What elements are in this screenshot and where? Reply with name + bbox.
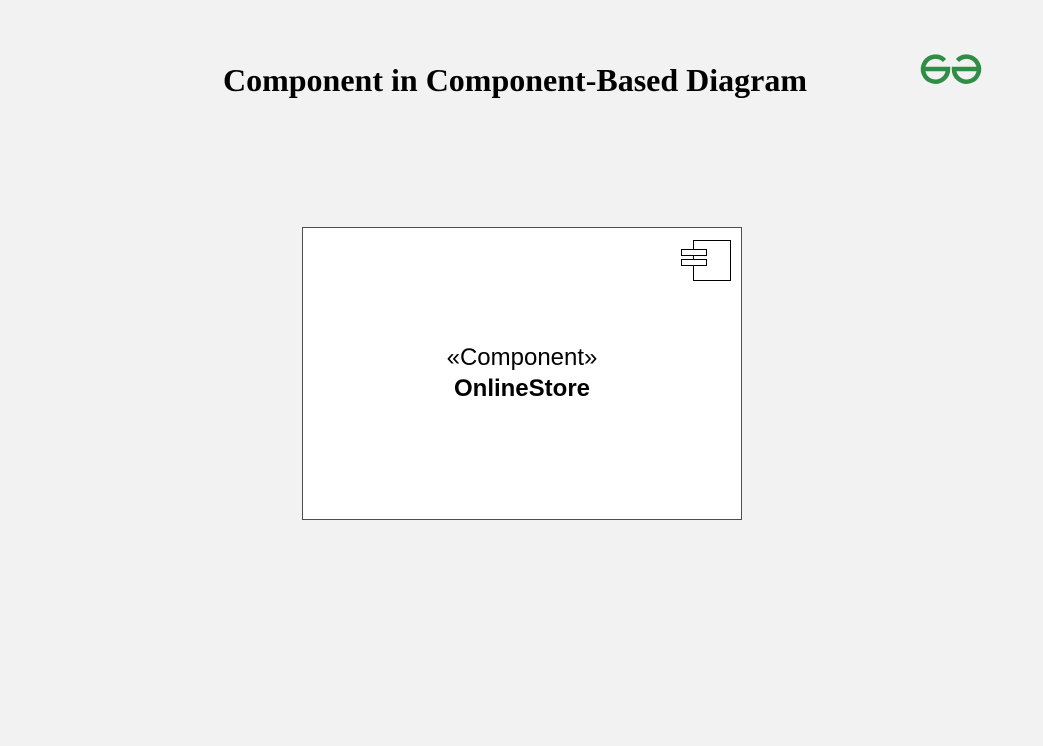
component-label: «Component» OnlineStore — [303, 342, 741, 404]
gfg-logo-icon — [920, 54, 982, 84]
page-title: Component in Component-Based Diagram — [222, 62, 808, 98]
component-box[interactable]: «Component» OnlineStore — [302, 227, 742, 520]
component-stereotype: «Component» — [446, 344, 598, 371]
uml-component-icon — [681, 240, 731, 281]
component-name: OnlineStore — [453, 375, 591, 402]
